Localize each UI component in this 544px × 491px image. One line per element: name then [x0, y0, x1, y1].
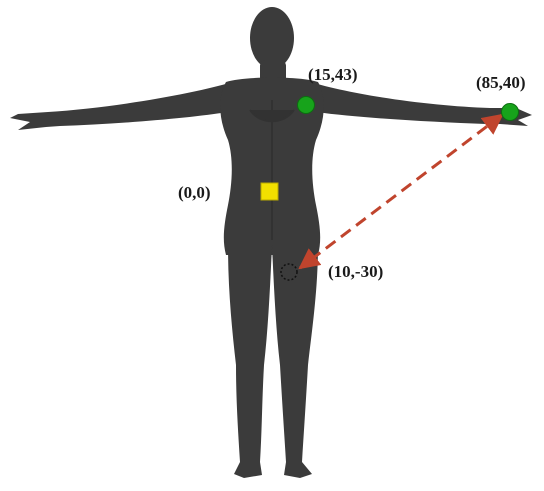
dashed-arrow: [300, 115, 502, 268]
chest-label: (15,43): [308, 65, 358, 84]
left-leg: [228, 245, 272, 478]
hand-marker: [502, 104, 519, 121]
hand-label: (85,40): [476, 73, 526, 92]
origin-label: (0,0): [178, 183, 211, 202]
head: [250, 7, 294, 69]
origin-marker: [261, 183, 278, 200]
body-silhouette: [10, 7, 532, 478]
right-leg: [272, 245, 318, 478]
thigh-label: (10,-30): [328, 262, 383, 281]
chest-marker: [298, 97, 315, 114]
